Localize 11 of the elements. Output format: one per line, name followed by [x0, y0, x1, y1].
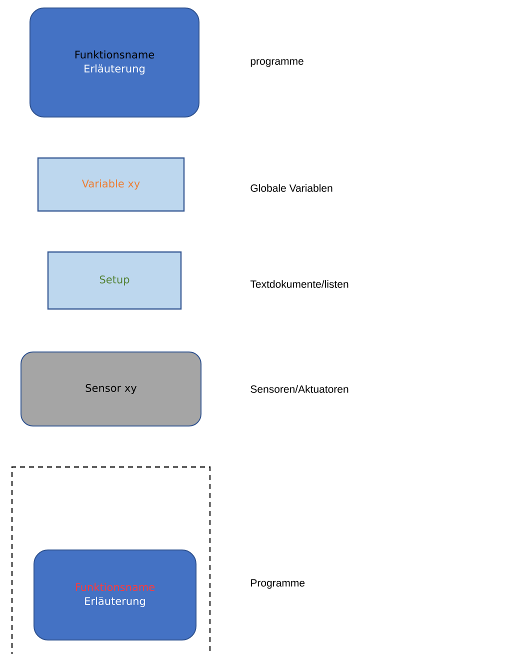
description-text: Textdokumente/listen: [250, 280, 348, 288]
description-text: Globale Variablen: [250, 184, 332, 192]
program-box: Funktionsname Erläuterung: [34, 550, 196, 640]
sensor-box: Sensor xy: [20, 352, 202, 426]
description-text: Programme: [251, 579, 305, 589]
dashed-group-box: [11, 466, 211, 654]
description-text: Sensoren/Aktuatoren: [250, 385, 348, 393]
document-box: Setup: [47, 251, 182, 310]
program-box: Funktionsname Erläuterung: [30, 8, 200, 118]
variable-box: Variable xy: [37, 157, 185, 212]
description-text: programme: [250, 59, 304, 67]
